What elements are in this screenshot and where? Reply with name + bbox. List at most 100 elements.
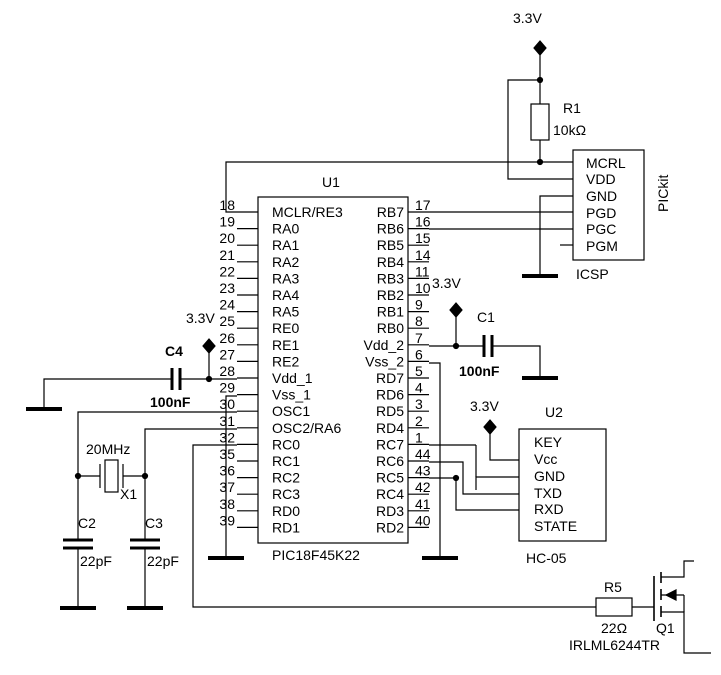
c3-value-label: 22pF: [147, 553, 179, 569]
wire-vss2: [429, 362, 441, 558]
u1-pin-number: 9: [415, 297, 423, 313]
u1-pin-name: RB2: [377, 287, 404, 303]
c1-ref-label: C1: [477, 309, 495, 325]
x1-ref-label: X1: [120, 486, 137, 502]
u1-pin-number: 11: [415, 263, 430, 279]
u1-pin-name: RC3: [272, 486, 300, 502]
u1-pin-name: RB5: [377, 237, 404, 253]
wire-vss1: [225, 395, 237, 558]
wire-osc1: [77, 411, 237, 540]
icsp-pin-mcrl: MCRL: [586, 155, 626, 171]
u1-pin-name: RA1: [272, 237, 299, 253]
u1-part-label: PIC18F45K22: [272, 547, 360, 563]
u1-pin-name: RD5: [376, 403, 404, 419]
u1-pin-number: 6: [415, 346, 423, 362]
u1-pin-name: RC0: [272, 436, 300, 452]
c2-ref-label: C2: [78, 515, 96, 531]
supply-symbol-c4: [202, 338, 216, 354]
u1-pin-name: OSC2/RA6: [272, 420, 341, 436]
u1-pin-number: 27: [219, 346, 235, 362]
u2-part-label: HC-05: [526, 550, 567, 566]
u1-right-pin-stubs: [408, 211, 429, 529]
supply-label-icsp: 3.3V: [513, 10, 542, 26]
u1-pin-number: 4: [415, 380, 423, 396]
wire-u2-vcc: [489, 434, 519, 461]
supply-symbol-icsp: [533, 40, 547, 56]
r1-value-label: 10kΩ: [553, 122, 586, 138]
u1-pin-name: RA2: [272, 254, 299, 270]
u2-ref-label: U2: [545, 404, 563, 420]
u1-pin-name: RB6: [377, 221, 404, 237]
q1-drain: [661, 560, 694, 578]
u1-pin-number: 36: [219, 463, 235, 479]
u1-pin-number: 8: [415, 313, 423, 329]
u1-pin-number: 43: [415, 463, 431, 479]
u1-pin-name: RD2: [376, 519, 404, 535]
u1-pin-name: RB1: [377, 304, 404, 320]
u1-pin-number: 25: [219, 313, 235, 329]
u1-pin-number: 44: [415, 446, 431, 462]
u1-pin-name: RD3: [376, 503, 404, 519]
wire-osc2: [144, 428, 237, 540]
wire-u2-gnd: [475, 476, 519, 490]
u1-pin-name: RC4: [376, 486, 404, 502]
q1-part-label: IRLML6244TR: [569, 637, 660, 653]
wire-rc5-rxd: [429, 477, 519, 511]
u1-pin-name: RC7: [376, 436, 404, 452]
u1-pin-number: 40: [415, 512, 431, 528]
x1-body: [104, 459, 119, 493]
icsp-body: [572, 149, 645, 261]
c2-value-label: 22pF: [80, 553, 112, 569]
u1-pin-name: RA4: [272, 287, 299, 303]
u1-pin-number: 29: [219, 380, 235, 396]
u1-pin-name: RC1: [272, 453, 300, 469]
u1-left-pin-stubs: [237, 211, 258, 529]
u1-right-pin-labels: 17RB716RB615RB514RB411RB310RB29RB18RB07V…: [364, 197, 431, 535]
u1-pin-number: 28: [219, 363, 235, 379]
u1-pin-number: 5: [415, 363, 423, 379]
u2-pin-gnd: GND: [534, 468, 565, 484]
u1-pin-name: Vdd_1: [272, 370, 313, 386]
u1-pin-number: 38: [219, 496, 235, 512]
u1-pin-name: RE1: [272, 337, 299, 353]
u1-pin-number: 41: [415, 496, 431, 512]
u1-pin-name: RB4: [377, 254, 404, 270]
u1-pin-name: Vdd_2: [364, 337, 405, 353]
u1-pin-name: OSC1: [272, 403, 310, 419]
u1-pin-number: 1: [415, 429, 423, 445]
icsp-ref-label: ICSP: [576, 266, 609, 282]
x1-value-label: 20MHz: [86, 441, 130, 457]
u1-pin-number: 20: [219, 230, 235, 246]
u1-pin-name: RD0: [272, 503, 300, 519]
u2-pin-vcc: Vcc: [534, 451, 557, 467]
c4-ref-label: C4: [165, 343, 183, 359]
u1-pin-name: RD4: [376, 420, 404, 436]
u2-pin-txd: TXD: [534, 485, 562, 501]
u2-pin-rxd: RXD: [534, 501, 564, 517]
c1-value-label: 100nF: [459, 363, 500, 379]
wire-c4-gnd: [43, 378, 172, 409]
u2-pin-state: STATE: [534, 518, 577, 534]
u1-pin-name: RB3: [377, 270, 404, 286]
c4-value-label: 100nF: [150, 394, 191, 410]
u1-pin-name: RD1: [272, 519, 300, 535]
u1-pin-name: RC6: [376, 453, 404, 469]
u1-pin-number: 22: [219, 263, 235, 279]
u1-pin-number: 19: [219, 214, 235, 230]
u1-pin-number: 17: [415, 197, 431, 213]
u1-pin-name: RB7: [377, 204, 404, 220]
wire-rc0: [192, 444, 596, 608]
u1-pin-name: RC5: [376, 470, 404, 486]
u1-pin-name: RD6: [376, 387, 404, 403]
r5-value-label: 22Ω: [601, 620, 627, 636]
supply-symbol-u2: [483, 419, 497, 435]
u1-pin-number: 18: [219, 197, 235, 213]
icsp-pin-vdd: VDD: [586, 171, 616, 187]
icsp-pin-pgc: PGC: [586, 221, 616, 237]
r5-body: [595, 597, 633, 617]
u1-pin-number: 32: [219, 429, 235, 445]
u1-pin-name: RA0: [272, 221, 299, 237]
u1-pin-number: 10: [415, 280, 431, 296]
